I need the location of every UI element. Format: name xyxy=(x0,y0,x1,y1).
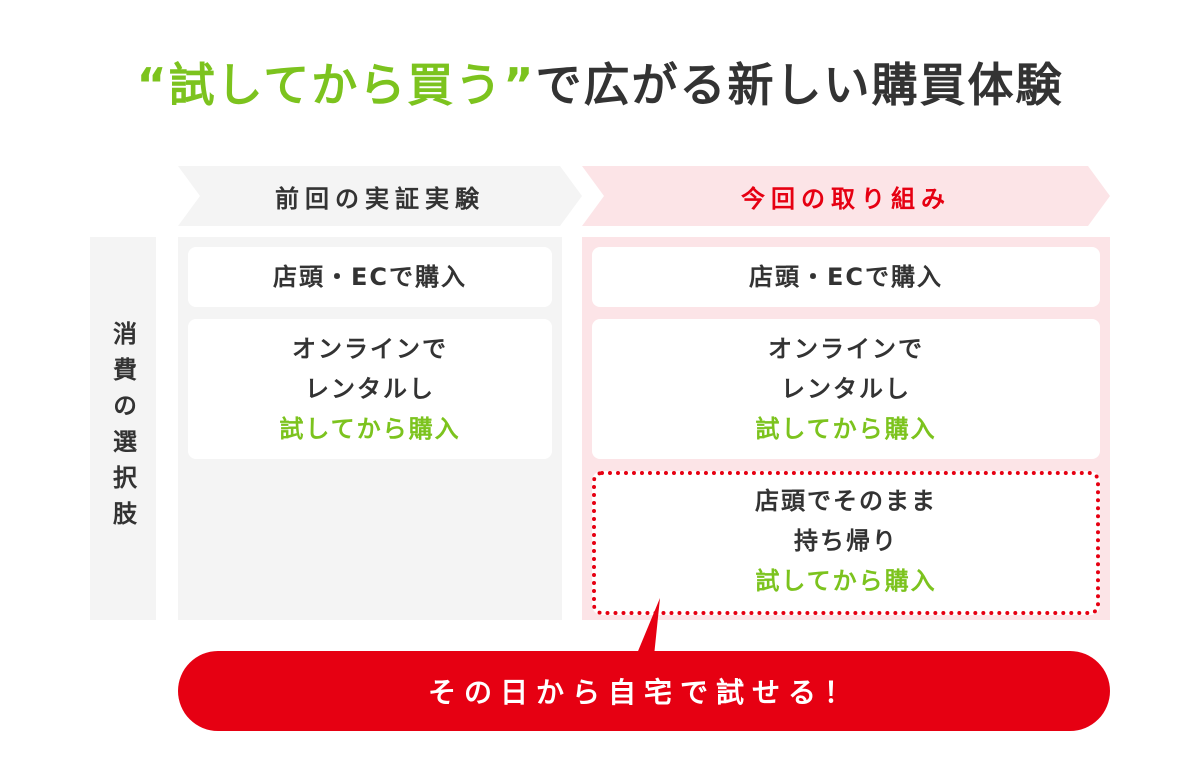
header-current-initiative: 今回の取り組み xyxy=(582,166,1110,226)
card-line: 持ち帰り xyxy=(794,527,898,555)
card-line: オンラインで xyxy=(292,335,448,363)
card-line: 店頭・ECで購入 xyxy=(748,263,943,291)
current-column: 店頭・ECで購入 オンラインで レンタルし 試してから購入 店頭でそのまま 持ち… xyxy=(582,237,1110,620)
page-title: “試してから買う”で広がる新しい購買体験 xyxy=(0,55,1200,115)
card-line: 店頭・ECで購入 xyxy=(272,263,467,291)
header-current-label: 今回の取り組み xyxy=(741,184,951,213)
card-line: オンラインで xyxy=(768,335,924,363)
card-highlight: 試してから購入 xyxy=(755,567,937,595)
card-line: レンタルし xyxy=(781,375,911,403)
card-store-ec-purchase: 店頭・ECで購入 xyxy=(188,247,552,307)
consumer-choices-label: 消費の選択肢 xyxy=(90,237,156,620)
card-online-rental: オンラインで レンタルし 試してから購入 xyxy=(592,319,1100,459)
card-line: レンタルし xyxy=(305,375,435,403)
callout-text: その日から自宅で試せる！ xyxy=(427,676,860,709)
header-previous-experiment: 前回の実証実験 xyxy=(178,166,582,226)
previous-column: 店頭・ECで購入 オンラインで レンタルし 試してから購入 xyxy=(178,237,562,620)
side-label-text: 消費の選択肢 xyxy=(108,320,137,537)
card-highlight: 試してから購入 xyxy=(279,415,461,443)
card-line: 店頭でそのまま xyxy=(755,487,937,515)
callout-banner: その日から自宅で試せる！ xyxy=(178,651,1110,731)
card-highlight: 試してから購入 xyxy=(755,415,937,443)
header-previous-label: 前回の実証実験 xyxy=(275,184,485,213)
card-online-rental: オンラインで レンタルし 試してから購入 xyxy=(188,319,552,459)
title-rest: で広がる新しい購買体験 xyxy=(535,58,1064,112)
card-store-ec-purchase: 店頭・ECで購入 xyxy=(592,247,1100,307)
title-accent: “試してから買う” xyxy=(136,58,536,112)
card-store-takehome-new: 店頭でそのまま 持ち帰り 試してから購入 xyxy=(592,471,1100,615)
